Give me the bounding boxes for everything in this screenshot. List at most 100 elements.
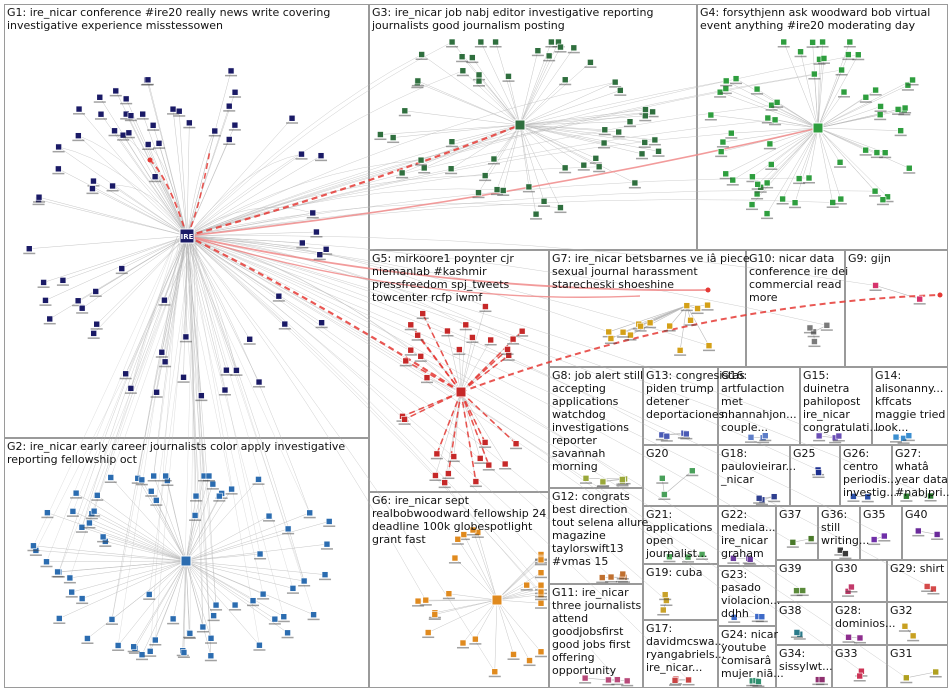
- node: [456, 346, 463, 353]
- node-caption: [621, 684, 634, 687]
- node: [587, 59, 594, 66]
- node: [842, 550, 849, 557]
- node-caption: [143, 598, 156, 600]
- node-caption: [859, 154, 872, 156]
- node-caption: [589, 162, 602, 164]
- node: [445, 470, 452, 477]
- node-caption: [878, 540, 891, 542]
- group-label-g21: G21:: [646, 508, 672, 521]
- node-caption: [870, 156, 883, 159]
- group-label-g12: #vmas 15: [552, 555, 608, 568]
- edge: [121, 235, 188, 269]
- node-caption: [655, 438, 668, 441]
- node-caption: [596, 581, 609, 584]
- node: [419, 310, 427, 317]
- node-caption: [611, 683, 624, 686]
- node: [92, 288, 100, 295]
- edge: [186, 155, 322, 237]
- edge: [186, 235, 689, 681]
- node-caption: [252, 483, 265, 485]
- node: [491, 668, 499, 676]
- edge: [185, 496, 197, 562]
- node-caption: [207, 619, 220, 622]
- node-caption: [106, 189, 119, 192]
- node-caption: [535, 576, 547, 579]
- node-caption: [726, 184, 739, 186]
- node-caption: [65, 596, 78, 598]
- node-caption: [789, 206, 802, 209]
- group-label-g14: G14:: [875, 369, 901, 382]
- node-caption: [497, 194, 510, 196]
- node-caption: [609, 86, 622, 88]
- edge: [69, 560, 187, 579]
- edge: [462, 599, 498, 644]
- node: [607, 335, 615, 342]
- node: [753, 190, 761, 198]
- edges: [29, 41, 943, 682]
- edge: [496, 599, 542, 652]
- node-caption: [136, 118, 149, 120]
- group-label-g8: morning: [552, 460, 598, 473]
- edge: [94, 510, 187, 562]
- node-caption: [701, 309, 714, 311]
- group-label-g24: comisarâ: [721, 654, 771, 667]
- group-label-g36: G36:: [821, 508, 847, 521]
- edge: [103, 536, 187, 562]
- edge: [732, 127, 819, 181]
- node: [879, 196, 887, 203]
- group-box-g8: [549, 367, 643, 488]
- node: [611, 78, 619, 86]
- node: [916, 295, 923, 303]
- node-caption: [658, 498, 671, 501]
- node: [42, 297, 49, 304]
- node: [789, 539, 797, 546]
- node: [649, 108, 656, 116]
- edge: [186, 70, 463, 237]
- node: [749, 173, 756, 181]
- edge: [93, 235, 178, 512]
- edge: [472, 529, 498, 601]
- edge: [78, 135, 188, 237]
- edge: [58, 168, 188, 237]
- edge: [150, 235, 181, 652]
- hub-link: [186, 235, 641, 298]
- node-caption: [623, 125, 636, 128]
- node: [233, 367, 240, 374]
- group-label-g4: event anything #ire20 moderating day: [700, 19, 916, 32]
- node: [472, 635, 479, 643]
- node-caption: [868, 543, 881, 546]
- node-caption: [469, 485, 482, 488]
- node-caption: [396, 176, 409, 179]
- edge: [186, 235, 514, 340]
- node-caption: [659, 598, 672, 601]
- node-caption: [75, 531, 88, 533]
- node: [722, 85, 730, 92]
- edge: [192, 235, 212, 656]
- node-caption: [442, 477, 455, 480]
- node-caption: [755, 620, 768, 623]
- edge: [58, 146, 188, 237]
- node-caption: [808, 345, 821, 348]
- node-caption: [27, 549, 40, 552]
- group-label-g27: G27:: [895, 447, 921, 460]
- node-caption: [202, 480, 215, 482]
- node-caption: [32, 203, 45, 206]
- group-box-g38: [776, 602, 832, 645]
- node-caption: [420, 381, 433, 384]
- node-caption: [853, 680, 866, 682]
- edge: [165, 475, 187, 562]
- group-label-g7: sexual journal harassment: [552, 265, 698, 278]
- edge: [62, 235, 188, 281]
- group-label-g2: reporting fellowship oct: [7, 453, 138, 466]
- node: [256, 641, 263, 649]
- node-caption: [531, 54, 544, 57]
- node-caption: [183, 637, 196, 639]
- edge: [493, 124, 521, 160]
- node-caption: [899, 112, 912, 114]
- node: [532, 210, 540, 218]
- node: [829, 199, 836, 206]
- node-caption: [786, 546, 799, 548]
- group-label-g21: applications: [646, 521, 713, 534]
- node: [472, 478, 480, 485]
- edge: [461, 56, 521, 126]
